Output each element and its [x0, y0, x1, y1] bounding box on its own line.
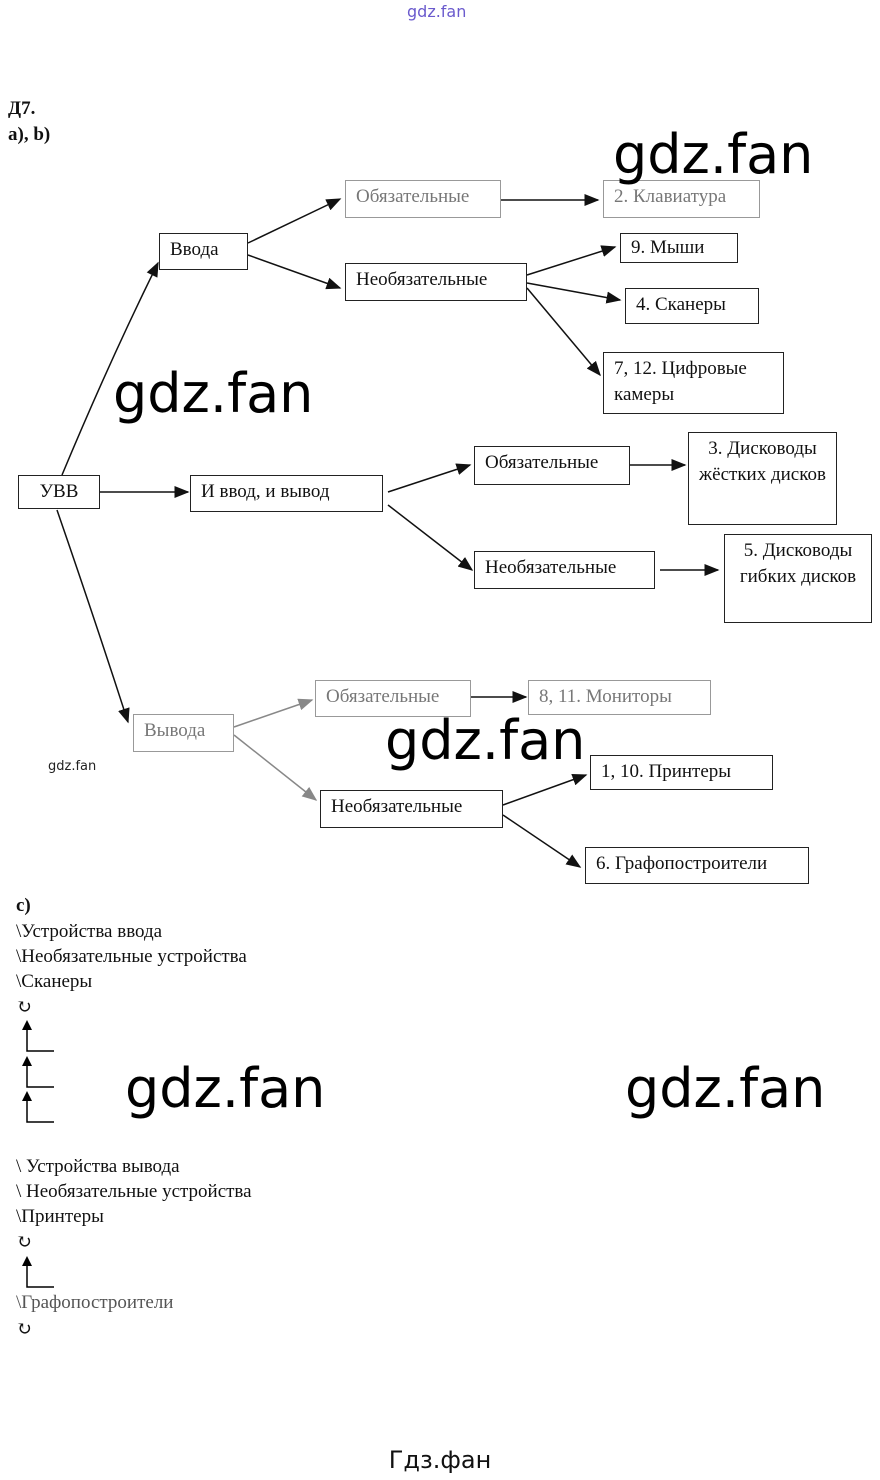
node-mice: 9. Мыши	[620, 233, 738, 263]
return-arrow-icon	[22, 1056, 54, 1088]
refresh-icon: ↻	[16, 1232, 32, 1253]
node-output: Вывода	[133, 714, 234, 752]
node-printers: 1, 10. Принтеры	[590, 755, 773, 790]
node-input: Ввода	[159, 233, 248, 270]
node-monitors: 8, 11. Мониторы	[528, 680, 711, 715]
watermark-top: gdz.fan	[407, 2, 467, 21]
part-c-label: с)	[16, 895, 31, 916]
path-line: \Принтеры	[16, 1206, 104, 1227]
refresh-icon: ↻	[16, 1319, 32, 1340]
watermark: gdz.fan	[125, 1057, 326, 1120]
node-keyboard: 2. Клавиатура	[603, 180, 760, 218]
path-line: \Необязательные устройства	[16, 946, 247, 967]
path-line: \Устройства ввода	[16, 921, 163, 942]
path-line: \Сканеры	[16, 971, 93, 992]
return-arrow-icon	[22, 1020, 54, 1052]
watermark: gdz.fan	[385, 709, 586, 772]
node-plotters: 6. Графопостроители	[585, 847, 809, 884]
node-cameras: 7, 12. Цифровые камеры	[603, 352, 784, 414]
node-output-optional: Необязательные	[320, 790, 503, 828]
refresh-icon: ↻	[16, 997, 32, 1018]
arrow-root-input	[61, 261, 159, 476]
node-input-required: Обязательные	[345, 180, 501, 218]
watermark: gdz.fan	[113, 362, 314, 425]
node-output-required: Обязательные	[315, 680, 471, 717]
node-io-optional: Необязательные	[474, 551, 655, 589]
return-arrow-icon	[22, 1256, 54, 1288]
watermark: gdz.fan	[625, 1057, 826, 1120]
arrow-root-output	[56, 509, 130, 724]
node-root: УВВ	[18, 475, 100, 509]
node-hdd: 3. Дисководы жёстких дисков	[688, 432, 837, 525]
part-ab-label: а), b)	[8, 124, 51, 145]
node-scanners: 4. Сканеры	[625, 288, 759, 324]
footer-text: Гдз.фан	[388, 1446, 492, 1474]
watermark: gdz.fan	[613, 123, 814, 186]
diagram-arrows	[56, 194, 720, 868]
node-io-required: Обязательные	[474, 446, 630, 485]
return-arrow-icon	[22, 1091, 54, 1123]
path-line: \ Необязательные устройства	[16, 1181, 252, 1202]
task-number: Д7.	[8, 98, 36, 119]
node-input-optional: Необязательные	[345, 263, 527, 301]
node-io: И ввод, и вывод	[190, 475, 383, 512]
node-fdd: 5. Дисководы гибких дисков	[724, 534, 872, 623]
path-line: \ Устройства вывода	[16, 1156, 180, 1177]
path-line: \Графопостроители	[16, 1292, 174, 1313]
watermark-small: gdz.fan	[48, 759, 97, 774]
